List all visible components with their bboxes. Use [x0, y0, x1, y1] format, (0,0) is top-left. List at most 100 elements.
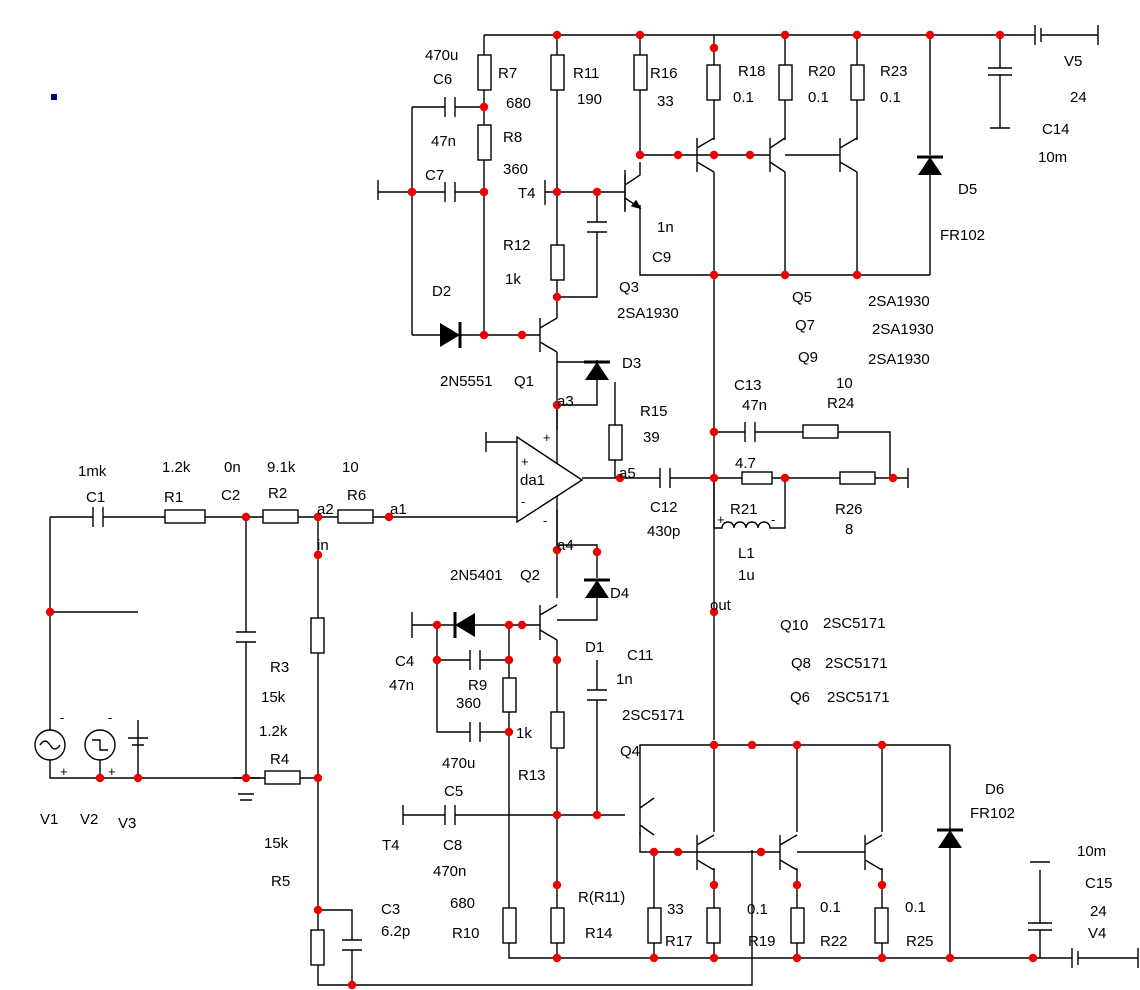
junction-dot: [780, 473, 790, 483]
label-r20-val: 0.1: [808, 89, 829, 106]
label-r9-val: 360: [456, 695, 481, 712]
label-q7: Q7: [795, 317, 815, 334]
transistor-q7: [769, 137, 786, 173]
label-r24: R24: [827, 395, 855, 412]
junction-dot: [479, 187, 489, 197]
junction-dot: [552, 810, 562, 820]
label-opamp-minus2: -: [543, 513, 547, 528]
diode-d3: [584, 360, 610, 380]
label-r17-val: 33: [667, 901, 684, 918]
junction-dot: [709, 740, 719, 750]
junction-dot: [552, 880, 562, 890]
label-q5-type: 2SA1930: [868, 293, 930, 310]
capacitor-c6: [444, 97, 456, 117]
label-r22-val: 0.1: [820, 899, 841, 916]
label-r22: R22: [820, 933, 848, 950]
label-c4-val: 47n: [389, 677, 414, 694]
label-r15: R15: [640, 403, 668, 420]
label-c2-val: 0n: [224, 459, 241, 476]
label-r5-val: 15k: [264, 835, 289, 852]
label-l1-minus: -: [771, 512, 775, 527]
junction-dot: [592, 547, 602, 557]
label-opamp-plus2: +: [521, 454, 529, 469]
label-c13-val: 47n: [742, 397, 767, 414]
capacitor-c8: [444, 805, 456, 825]
junction-dot: [709, 427, 719, 437]
junction-dot: [635, 30, 645, 40]
junction-dot: [877, 953, 887, 963]
resistor-r25: [874, 907, 889, 944]
junction-dot: [479, 330, 489, 340]
label-q2-type: 2N5401: [450, 567, 503, 584]
label-opamp-plus: +: [543, 430, 551, 445]
label-r7-val: 680: [506, 95, 531, 112]
junction-dot: [552, 400, 562, 410]
label-c14: C14: [1042, 121, 1070, 138]
resistor-r15: [608, 424, 623, 461]
label-r1: R1: [164, 489, 183, 506]
label-q3: Q3: [619, 279, 639, 296]
label-q4-type: 2SC5171: [622, 707, 685, 724]
label-c8: C8: [443, 837, 462, 854]
label-r18-val: 0.1: [733, 89, 754, 106]
label-r2: R2: [268, 485, 287, 502]
label-a1: a1: [390, 501, 407, 518]
label-d6: D6: [985, 781, 1004, 798]
junction-dot: [615, 473, 625, 483]
label-d4: D4: [610, 585, 629, 602]
label-c4: C4: [395, 653, 414, 670]
transistor-q8: [779, 834, 798, 871]
label-r21-val: 4.7: [735, 455, 756, 472]
junction-dot: [241, 512, 251, 522]
capacitor-c3: [342, 939, 362, 951]
label-l1-val: 1u: [738, 567, 755, 584]
label-r12: R12: [503, 237, 531, 254]
label-t4-bot: T4: [382, 837, 400, 854]
junction-dot: [552, 655, 562, 665]
label-l1: L1: [738, 545, 755, 562]
transistor-q2: [539, 604, 558, 641]
transistor-q4: [639, 797, 655, 836]
label-c4b-val: 470u: [442, 755, 475, 772]
resistor-r20: [778, 64, 793, 101]
resistor-r5: [310, 929, 325, 966]
resistor-r18: [706, 64, 721, 101]
label-r12-val: 1k: [505, 271, 521, 288]
junction-dot: [432, 620, 442, 630]
capacitor-c12: [659, 468, 671, 488]
source-v2: [84, 729, 116, 761]
label-c11: C11: [627, 647, 653, 664]
label-r10: R10: [452, 925, 480, 942]
label-v2-minus: -: [108, 710, 112, 725]
label-d6-type: FR102: [970, 805, 1015, 822]
junction-dot: [635, 150, 645, 160]
label-r2-val: 9.1k: [267, 459, 296, 476]
junction-dot: [852, 270, 862, 280]
diode-d6: [937, 828, 963, 848]
junction-dot: [592, 810, 602, 820]
resistor-r1: [164, 509, 206, 524]
junction-dot: [407, 187, 417, 197]
resistor-r3: [310, 617, 325, 654]
label-r6: R6: [347, 487, 366, 504]
label-q9-type: 2SA1930: [868, 351, 930, 368]
junction-dot: [517, 330, 527, 340]
label-v2: V2: [80, 811, 98, 828]
junction-dot: [792, 880, 802, 890]
label-q4: Q4: [620, 743, 640, 760]
junction-dot: [552, 953, 562, 963]
label-r1-val: 1.2k: [162, 459, 191, 476]
label-q1-type: 2N5551: [440, 373, 493, 390]
label-v5-val: 24: [1070, 89, 1087, 106]
junction-dot: [673, 150, 683, 160]
junction-dot: [241, 773, 251, 783]
label-a4: a4: [557, 537, 574, 554]
transistor-q10: [864, 834, 883, 871]
resistor-r11: [550, 54, 565, 91]
label-v1-minus: -: [60, 710, 64, 725]
resistor-r24: [802, 424, 839, 439]
label-c15: C15: [1085, 875, 1113, 892]
resistor-r21: [741, 471, 773, 485]
resistor-r6: [337, 509, 374, 524]
